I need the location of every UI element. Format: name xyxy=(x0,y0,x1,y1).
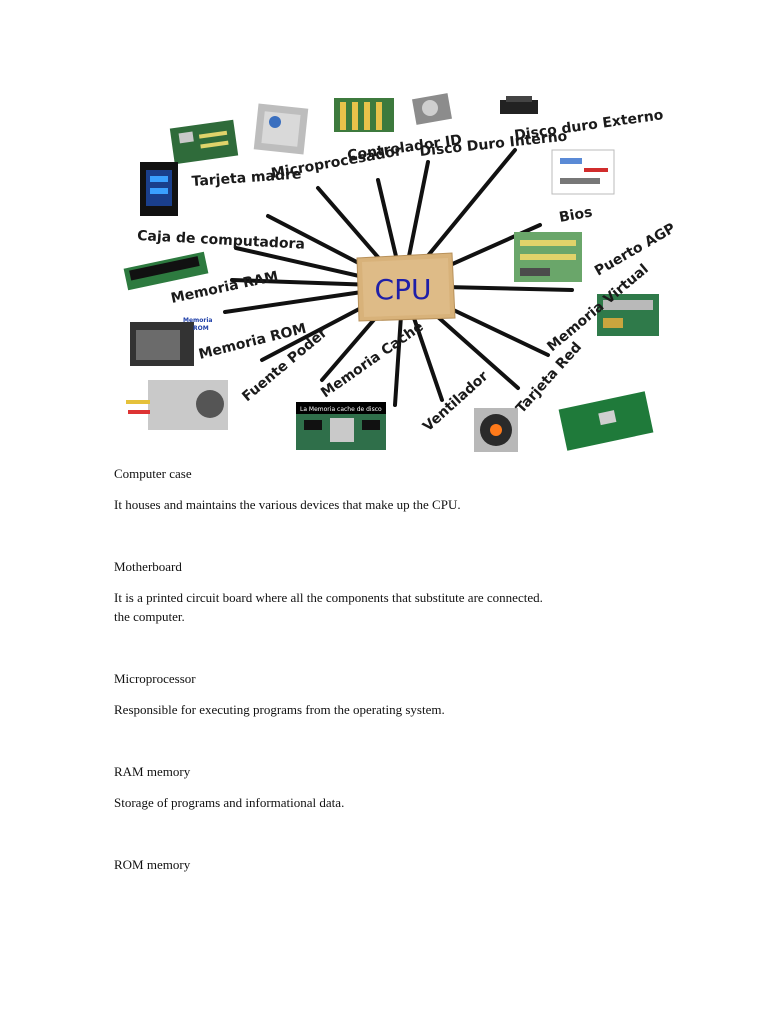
section-title-microprocessor: Microprocessor xyxy=(114,671,196,686)
cpu-center-label: CPU xyxy=(375,273,432,306)
cpu-center-box: CPU xyxy=(356,252,456,322)
microprocessor-photo xyxy=(253,103,309,155)
section-body-motherboard: It is a printed circuit board where all … xyxy=(114,590,543,605)
label-tarjeta-red: Tarjeta Red xyxy=(513,339,585,416)
section-title-motherboard: Motherboard xyxy=(114,559,182,574)
label-caja-de-computadora: Caja de computadora xyxy=(137,228,305,253)
internal-hard-drive-photo xyxy=(412,93,452,125)
rom-photo-label-1: Memoria xyxy=(183,317,212,324)
label-tarjeta-madre: Tarjeta madre xyxy=(191,166,302,190)
external-hard-drive-photo xyxy=(500,96,538,114)
bios-board-photo xyxy=(514,232,582,282)
agp-card-photo xyxy=(597,294,659,336)
section-title-rom-memory: ROM memory xyxy=(114,857,191,872)
ide-controller-photo xyxy=(334,98,394,132)
cable-kit-photo xyxy=(551,149,615,195)
cpu-components-diagram: CPU xyxy=(123,93,678,452)
section-body-microprocessor: Responsible for executing programs from … xyxy=(114,702,445,717)
cpu-fan-photo xyxy=(474,408,518,452)
network-card-photo xyxy=(558,391,654,451)
cache-photo-caption: La Memoria cache de disco xyxy=(300,406,382,413)
label-memoria-cache: Memoria Cache xyxy=(318,319,426,402)
motherboard-photo xyxy=(169,119,239,165)
section-title-ram-memory: RAM memory xyxy=(114,764,191,779)
computer-case-photo xyxy=(140,162,178,216)
cache-memory-photo: La Memoria cache de disco xyxy=(296,402,386,450)
power-supply-photo xyxy=(126,380,228,430)
label-bios: Bios xyxy=(558,204,594,226)
section-body-motherboard-cont: the computer. xyxy=(114,609,185,624)
section-body-ram-memory: Storage of programs and informational da… xyxy=(114,795,345,810)
section-body-computer-case: It houses and maintains the various devi… xyxy=(114,497,461,512)
rom-memory-photo: Memoria ROM xyxy=(130,317,212,366)
section-title-computer-case: Computer case xyxy=(114,466,192,481)
rom-photo-label-2: ROM xyxy=(193,325,209,332)
ram-memory-photo xyxy=(123,251,209,291)
